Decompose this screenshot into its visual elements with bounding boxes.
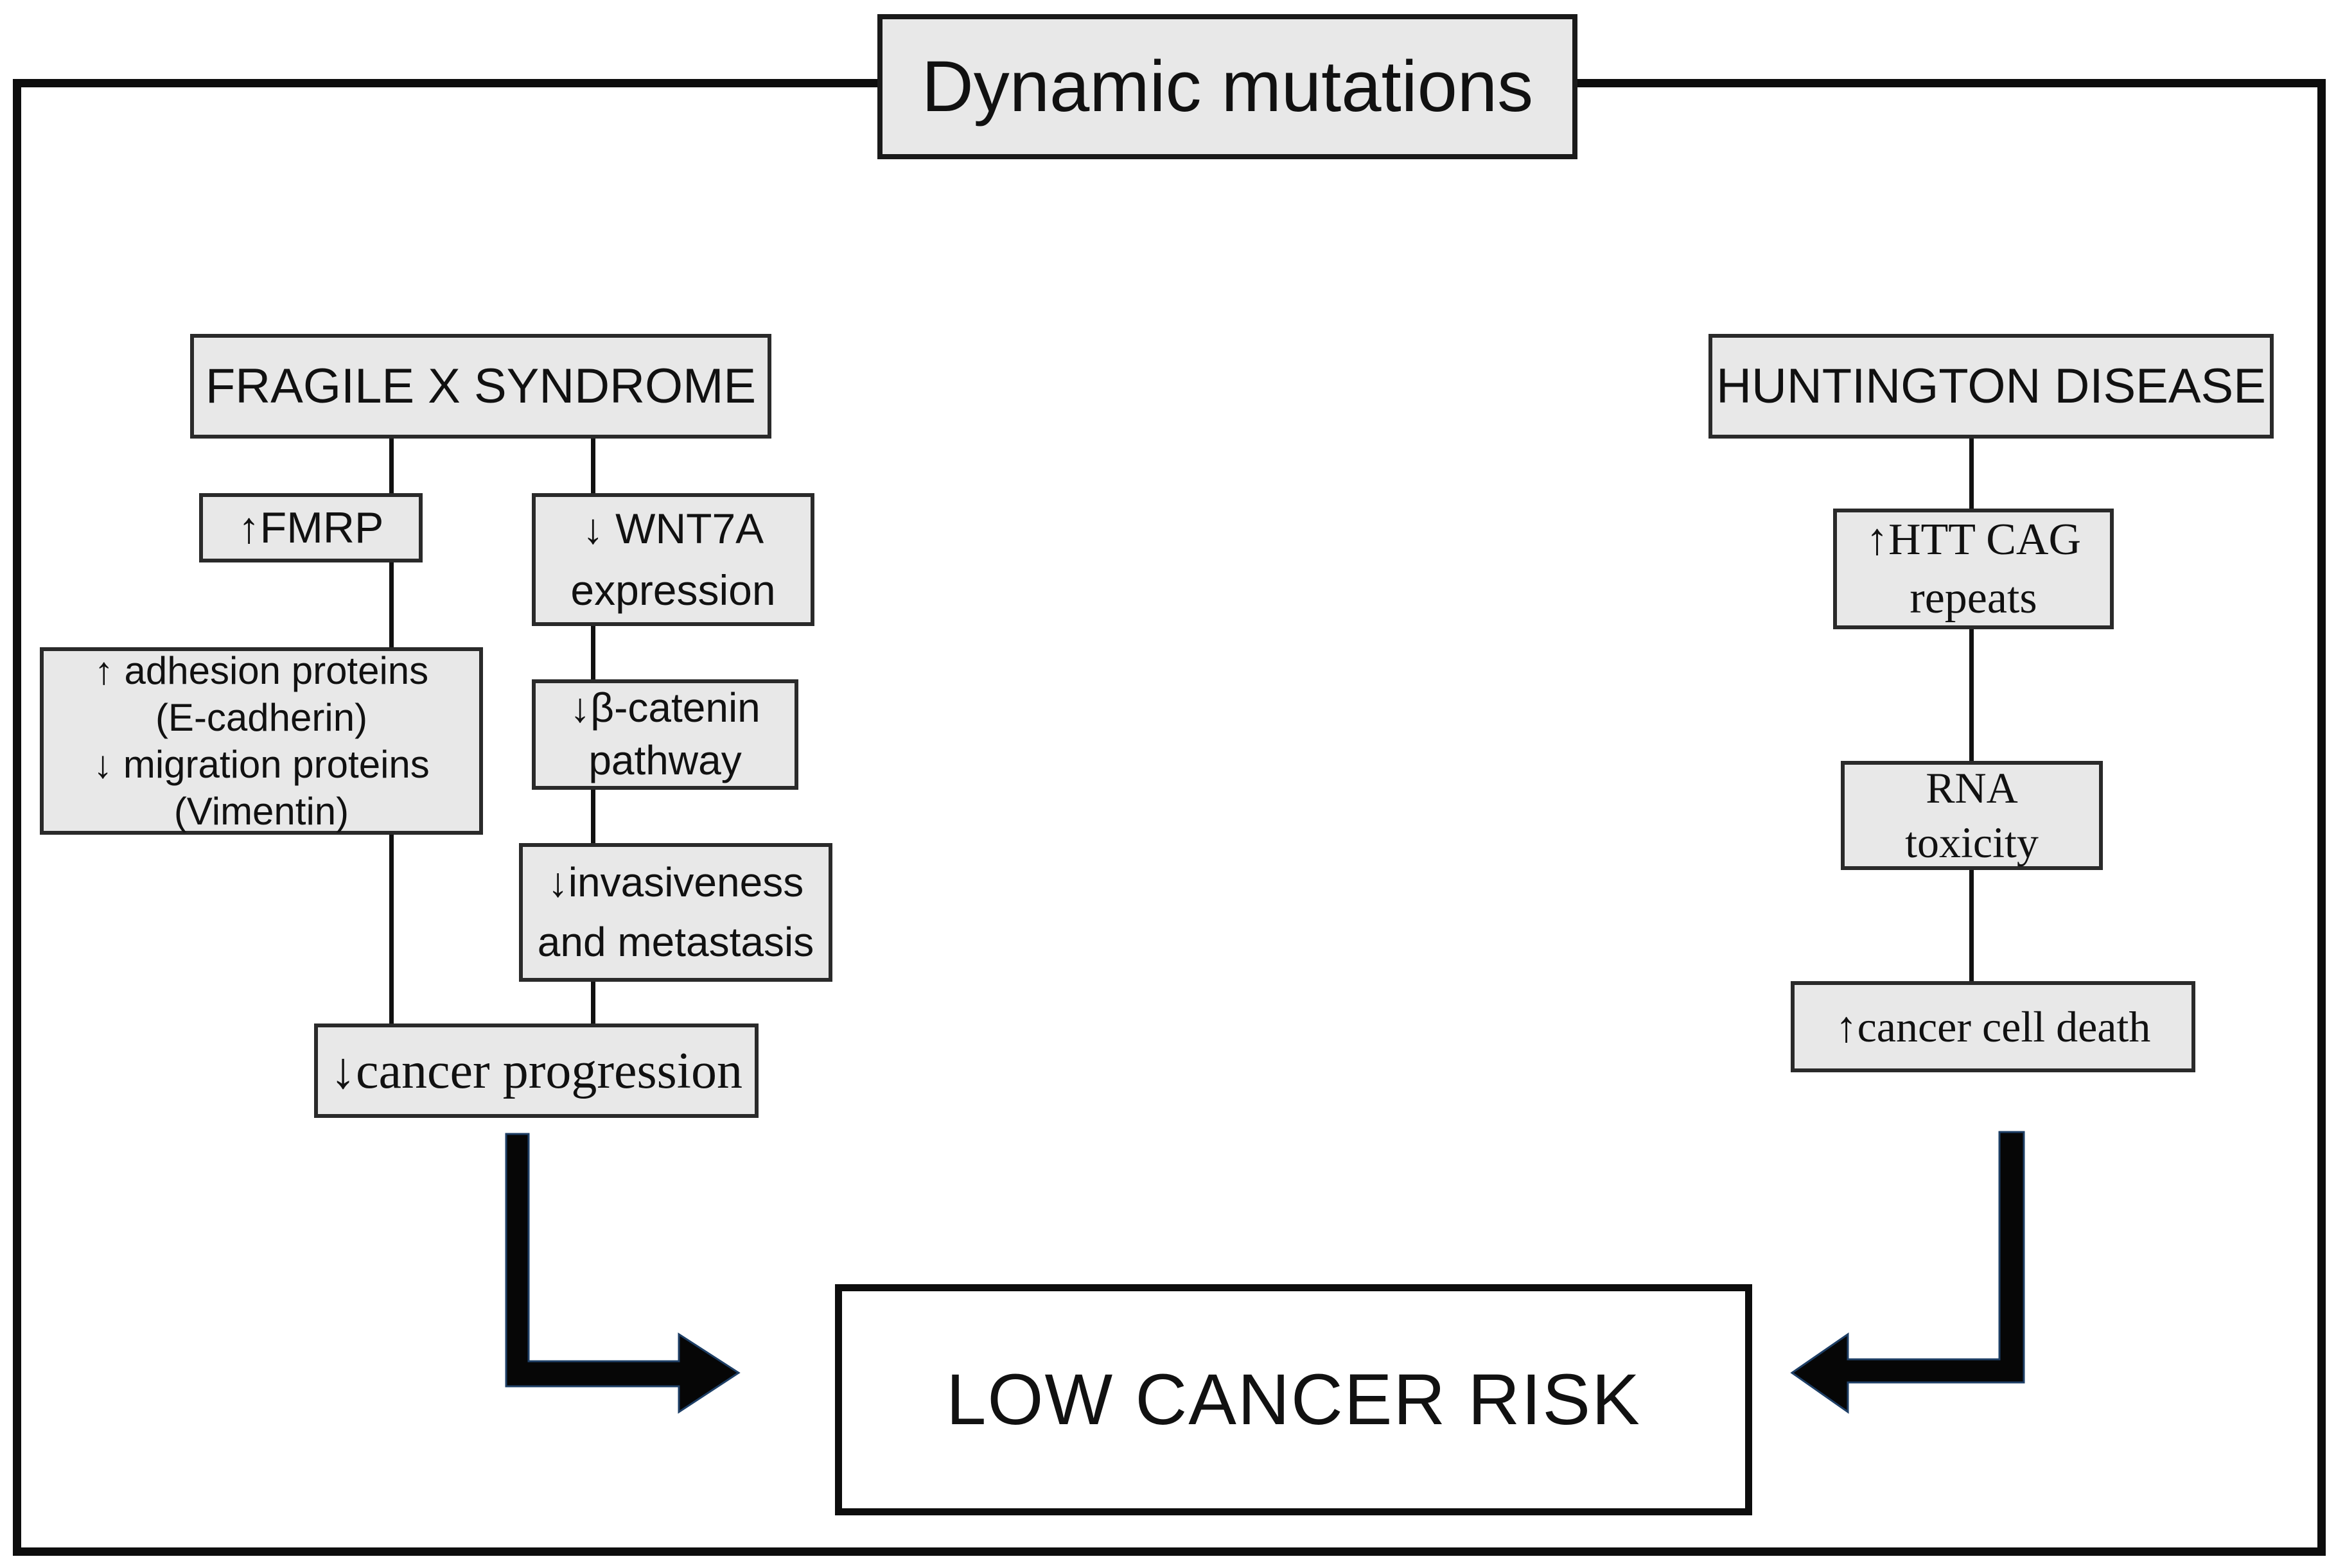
elbow-arrow-left-icon [505, 1133, 741, 1414]
box-line: (E-cadherin) [155, 695, 368, 739]
beta-catenin-pathway-box: ↓β-catenin pathway [532, 679, 798, 790]
outer-border [13, 79, 2326, 1556]
box-line: ↓invasiveness [547, 859, 804, 906]
htt-cag-repeats-box: ↑HTT CAG repeats [1833, 509, 2114, 629]
huntington-disease-label: HUNTINGTON DISEASE [1716, 359, 2266, 414]
fragile-x-syndrome-box: FRAGILE X SYNDROME [190, 334, 771, 439]
elbow-arrow-right-icon [1790, 1131, 2025, 1414]
fmrp-label: ↑FMRP [238, 503, 384, 552]
cancer-cell-death-box: ↑cancer cell death [1791, 981, 2195, 1072]
box-line: ↑ adhesion proteins [94, 649, 429, 692]
box-line: expression [570, 566, 776, 614]
box-line: RNA [1926, 763, 2018, 812]
adhesion-migration-proteins-box: ↑ adhesion proteins (E-cadherin) ↓ migra… [40, 647, 483, 835]
low-cancer-risk-box: LOW CANCER RISK [835, 1284, 1752, 1515]
diagram-title: Dynamic mutations [877, 14, 1577, 159]
box-line: ↓ migration proteins [93, 743, 430, 786]
fragile-x-syndrome-label: FRAGILE X SYNDROME [205, 359, 757, 414]
low-cancer-risk-label: LOW CANCER RISK [946, 1359, 1641, 1440]
box-line: repeats [1910, 573, 2037, 623]
wnt7a-expression-box: ↓ WNT7A expression [532, 493, 814, 626]
connector-huntington-chain [1969, 439, 1974, 982]
box-line: pathway [588, 737, 742, 783]
invasiveness-metastasis-box: ↓invasiveness and metastasis [519, 843, 832, 982]
box-line: ↑HTT CAG [1865, 515, 2082, 564]
rna-toxicity-box: RNA toxicity [1841, 761, 2103, 870]
cancer-progression-label: ↓cancer progression [330, 1042, 742, 1099]
huntington-disease-box: HUNTINGTON DISEASE [1708, 334, 2274, 439]
box-line: ↓ WNT7A [582, 504, 764, 552]
cancer-cell-death-label: ↑cancer cell death [1835, 1002, 2151, 1051]
cancer-progression-box: ↓cancer progression [314, 1024, 759, 1118]
box-line: (Vimentin) [173, 790, 349, 833]
box-line: ↓β-catenin [570, 684, 760, 731]
diagram-title-label: Dynamic mutations [921, 46, 1534, 126]
box-line: toxicity [1905, 818, 2039, 867]
fmrp-box: ↑FMRP [199, 493, 423, 562]
box-line: and metastasis [537, 919, 814, 965]
